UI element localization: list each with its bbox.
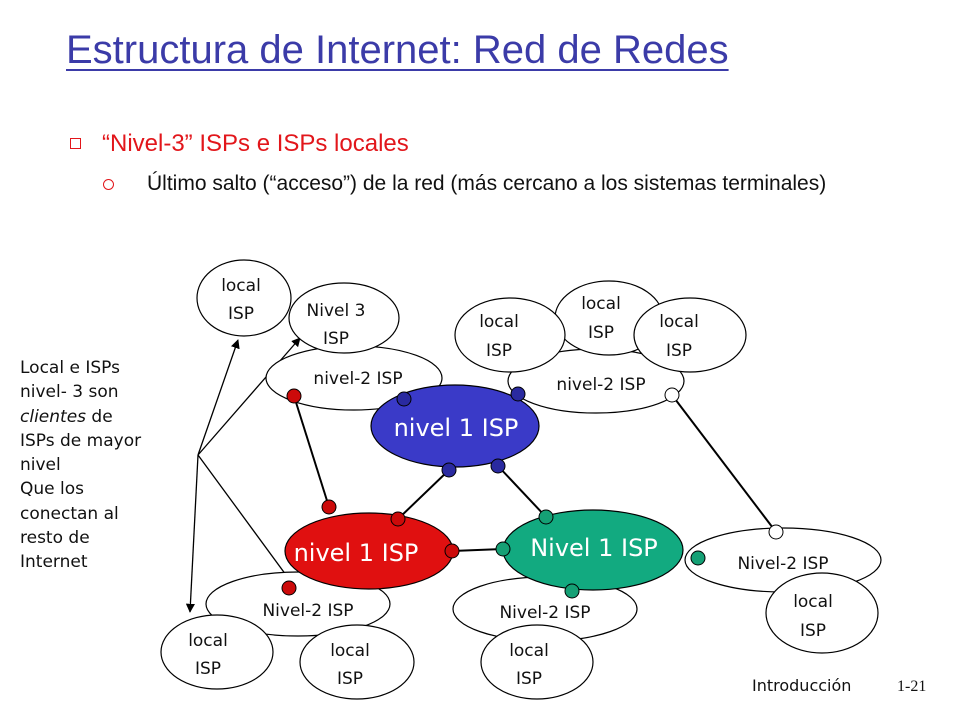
local-isp-label: ISP	[486, 341, 512, 361]
routers	[281, 386, 784, 599]
link	[293, 395, 330, 508]
router-blue	[396, 391, 412, 407]
local-isp-label: ISP	[666, 341, 692, 361]
link	[497, 465, 547, 518]
local-isp-bottom-right	[765, 572, 879, 654]
router-green	[495, 541, 511, 557]
local-isp-top-right	[633, 297, 747, 373]
router-blue	[441, 462, 457, 478]
local-isp-label: ISP	[195, 659, 221, 679]
local-isp-label: local	[509, 641, 549, 661]
router-white	[768, 524, 784, 540]
local-isp-label: ISP	[337, 669, 363, 689]
local-isp-label: local	[330, 641, 370, 661]
bullet-level3-text: “Nivel-3” ISPs e ISPs locales	[102, 130, 409, 157]
local-isp-label: local	[221, 276, 261, 296]
square-bullet-icon	[70, 138, 81, 149]
local-isp-label: local	[581, 294, 621, 314]
local-isp-bottom-left2	[299, 624, 415, 700]
local-isp-label: local	[659, 312, 699, 332]
tier3-isp-label: ISP	[323, 329, 349, 349]
local-isp-top-left2	[454, 297, 566, 373]
local-isp-label: ISP	[516, 669, 542, 689]
tier3-isp-label: Nivel 3	[307, 301, 366, 321]
router-red	[390, 511, 406, 527]
network-links	[293, 394, 777, 552]
tier3-isp	[288, 282, 400, 354]
local-isp-label: local	[793, 592, 833, 612]
arrow-to-bottom-local-isp	[185, 454, 199, 613]
tier2-isp-label: nivel-2 ISP	[556, 375, 645, 395]
router-blue	[490, 458, 506, 474]
side-note-line: ISPs de mayor	[20, 430, 142, 451]
tier2-isp-label: Nivel-2 ISP	[737, 554, 828, 574]
arrow-to-top-local-isp	[197, 339, 240, 456]
tier2-isp-label: nivel-2 ISP	[313, 369, 402, 389]
local-isp-label: local	[188, 631, 228, 651]
side-note: Local e ISPs nivel- 3 son clientes de IS…	[20, 356, 205, 575]
tier1-isp-label: nivel 1 ISP	[394, 414, 519, 442]
page-number: 1-21	[897, 678, 927, 695]
router-green	[564, 583, 580, 599]
link	[671, 394, 777, 533]
router-red	[444, 543, 460, 559]
side-note-line: clientes de	[20, 405, 205, 429]
local-isp-label: local	[479, 312, 519, 332]
local-isp-label: ISP	[588, 323, 614, 343]
side-note-line: Internet	[20, 552, 88, 573]
side-note-line: resto de	[20, 528, 90, 549]
router-red	[286, 388, 302, 404]
local-isp-bottom-middle	[480, 624, 594, 700]
link	[397, 469, 450, 520]
arrow-to-nivel3-isp	[197, 337, 301, 456]
router-blue	[510, 386, 526, 402]
router-red	[281, 580, 297, 596]
circle-bullet-icon	[103, 179, 114, 190]
local-isp-label: ISP	[228, 304, 254, 324]
tier1-isp-label: Nivel 1 ISP	[530, 534, 658, 562]
local-isp-top-left	[196, 259, 292, 337]
side-note-line: nivel- 3 son	[20, 382, 119, 403]
footer-section: Introducción	[752, 676, 852, 695]
router-red	[321, 499, 337, 515]
side-note-line-rest: de	[86, 406, 113, 427]
tier2-isp-label: Nivel-2 ISP	[262, 601, 353, 621]
tier2-isp-label: Nivel-2 ISP	[499, 603, 590, 623]
slide-title: Estructura de Internet: Red de Redes	[66, 28, 729, 72]
tier1-isp-label: nivel 1 ISP	[294, 539, 419, 567]
sub-bullet-text: Último salto (“acceso”) de la red (más c…	[147, 172, 827, 195]
side-note-line: Local e ISPs	[20, 358, 120, 378]
side-note-line: Que los	[20, 479, 84, 500]
router-green	[538, 509, 554, 525]
side-note-italic-word: clientes	[20, 406, 87, 427]
local-isp-bottom-left	[160, 614, 274, 690]
link	[451, 548, 504, 552]
router-white	[664, 387, 680, 403]
local-isp-label: ISP	[800, 621, 826, 641]
side-note-line: conectan al	[20, 503, 119, 524]
side-note-line: nivel	[20, 455, 61, 476]
router-green	[690, 550, 706, 566]
